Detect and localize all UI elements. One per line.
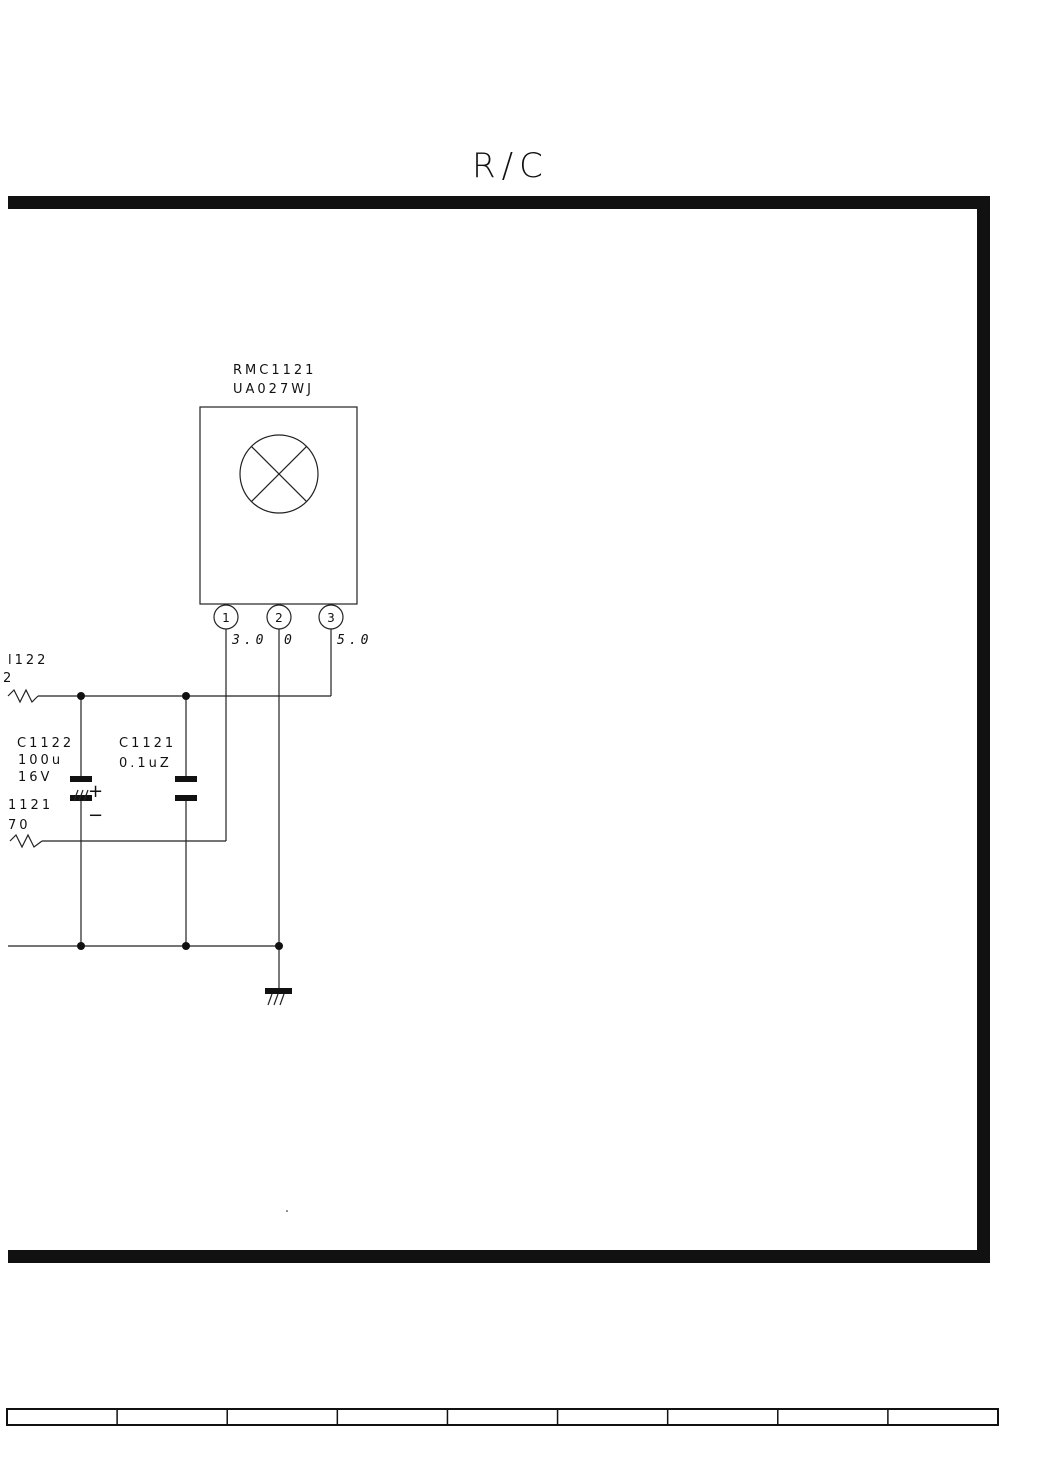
svg-text:2: 2 bbox=[275, 611, 283, 625]
c1122-minus-mark: − bbox=[88, 805, 103, 826]
c1122-rating: 16V bbox=[18, 770, 52, 785]
c1122-plus-mark: + bbox=[88, 781, 103, 802]
pin-3: 3 bbox=[318, 604, 344, 630]
sheet-title: R/C bbox=[472, 146, 549, 186]
pin-2-voltage: 0 bbox=[284, 633, 296, 648]
stray-mark bbox=[286, 1210, 288, 1212]
resistor-bottom-ref: 1121 bbox=[8, 798, 53, 813]
sensor-body bbox=[199, 406, 358, 605]
footer-table bbox=[6, 1408, 999, 1426]
pin-1: 1 bbox=[213, 604, 239, 630]
sheet-frame bbox=[8, 196, 990, 1263]
pin-1-voltage: 3.0 bbox=[231, 633, 267, 648]
sensor-ref: RMC1121 bbox=[233, 363, 316, 378]
c1122-ref: C1122 bbox=[17, 736, 74, 751]
resistor-top-ref: l122 bbox=[8, 653, 48, 668]
pin-3-voltage: 5.0 bbox=[337, 633, 372, 648]
ground-icon bbox=[265, 988, 292, 1006]
sensor-lens-icon bbox=[239, 434, 319, 514]
resistor-top: l122 2 bbox=[3, 653, 48, 704]
c1121-ref: C1121 bbox=[119, 736, 176, 751]
resistor-bottom-value: 70 bbox=[8, 818, 31, 833]
resistor-top-value: 2 bbox=[3, 671, 14, 686]
pin-2: 2 bbox=[266, 604, 292, 630]
wires bbox=[8, 629, 332, 990]
resistor-bottom: 1121 70 bbox=[8, 798, 53, 849]
capacitor-c1122: C1122 100u 16V + − bbox=[17, 736, 103, 826]
sensor-pins: 1 2 3 3.0 0 5.0 bbox=[213, 604, 372, 648]
capacitor-c1121: C1121 0.1uZ bbox=[119, 736, 197, 801]
c1122-value: 100u bbox=[18, 753, 63, 768]
junctions bbox=[77, 692, 283, 950]
remote-sensor: RMC1121 UA027WJ bbox=[199, 363, 358, 605]
sensor-part: UA027WJ bbox=[233, 382, 314, 397]
svg-text:3: 3 bbox=[327, 611, 335, 625]
svg-text:1: 1 bbox=[222, 611, 230, 625]
c1121-value: 0.1uZ bbox=[119, 756, 172, 771]
